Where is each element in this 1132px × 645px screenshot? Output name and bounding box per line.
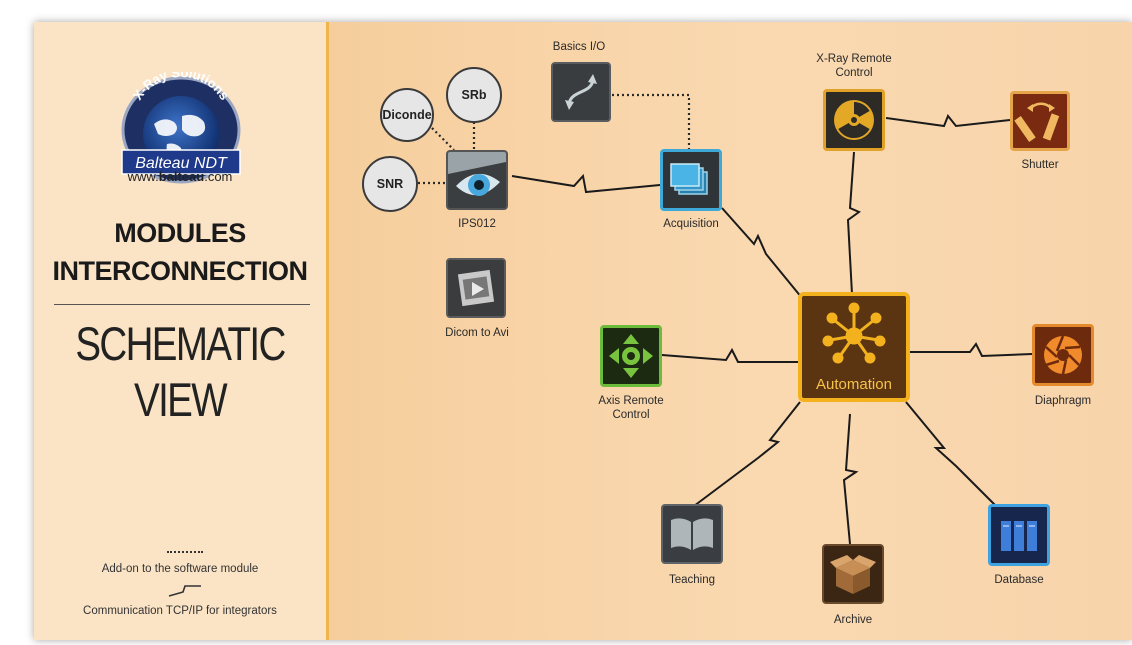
website-link[interactable]: www.balteau.com bbox=[34, 169, 326, 184]
shutter-node[interactable] bbox=[1010, 91, 1070, 151]
srb-addon[interactable]: SRb bbox=[446, 67, 502, 123]
left-panel: X-Ray Solutions Balteau NDT www.balteau.… bbox=[34, 22, 326, 640]
edge-acquisition-automation bbox=[721, 207, 803, 299]
archive-node[interactable] bbox=[822, 544, 884, 604]
title-modules: MODULES bbox=[114, 218, 246, 248]
books-icon bbox=[1001, 521, 1037, 551]
diconde-label: Diconde bbox=[382, 108, 432, 122]
logo-brand-text: Balteau NDT bbox=[135, 155, 228, 172]
shutter-icon bbox=[1014, 102, 1060, 142]
eye-icon bbox=[448, 152, 506, 196]
edge-automation-teaching bbox=[693, 401, 801, 507]
website-bold: balteau bbox=[158, 169, 205, 184]
edge-automation-database bbox=[905, 401, 997, 507]
film-play-icon bbox=[457, 269, 495, 307]
edge-xray-shutter bbox=[885, 114, 1011, 128]
website-prefix: www. bbox=[127, 169, 159, 184]
stacked-screens-icon bbox=[670, 163, 708, 195]
network-hub-icon bbox=[822, 302, 886, 364]
ips012-node[interactable] bbox=[446, 150, 508, 210]
teaching-node[interactable] bbox=[661, 504, 723, 564]
connections bbox=[418, 93, 1033, 545]
automation-node[interactable]: Automation bbox=[798, 292, 910, 402]
automation-label: Automation bbox=[816, 376, 892, 393]
snr-label: SNR bbox=[376, 177, 404, 191]
xray-remote-node[interactable] bbox=[823, 89, 885, 151]
website-suffix: .com bbox=[204, 169, 233, 184]
slide: X-Ray Solutions Balteau NDT www.balteau.… bbox=[34, 22, 1132, 640]
axis-remote-node[interactable] bbox=[600, 325, 662, 387]
legend-comm-text: Communication TCP/IP for integrators bbox=[83, 605, 277, 617]
edge-ips-acquisition bbox=[511, 173, 661, 194]
shutter-label: Shutter bbox=[1021, 159, 1059, 171]
title-interconnection: INTERCONNECTION bbox=[52, 256, 309, 286]
aperture-icon bbox=[1044, 335, 1082, 375]
edge-xray-automation bbox=[846, 151, 861, 295]
acquisition-label: Acquisition bbox=[663, 218, 719, 230]
snr-addon[interactable]: SNR bbox=[362, 156, 418, 212]
axis-arrows-icon bbox=[609, 334, 653, 378]
diaphragm-node[interactable] bbox=[1032, 324, 1094, 386]
archive-label: Archive bbox=[833, 614, 873, 626]
box-icon bbox=[830, 555, 876, 594]
diaphragm-label: Diaphragm bbox=[1034, 395, 1092, 407]
dicom-to-avi-node[interactable] bbox=[446, 258, 506, 318]
balteau-logo: X-Ray Solutions Balteau NDT bbox=[121, 72, 241, 184]
legend-zigzag-icon bbox=[168, 585, 201, 597]
database-node[interactable] bbox=[988, 504, 1050, 566]
edge-axis-automation bbox=[661, 347, 798, 363]
database-label: Database bbox=[994, 574, 1044, 586]
diconde-addon[interactable]: Diconde bbox=[380, 88, 434, 142]
ips012-label: IPS012 bbox=[458, 218, 496, 230]
basics-io-node[interactable] bbox=[551, 62, 611, 122]
dicom-to-avi-label: Dicom to Avi bbox=[445, 327, 509, 339]
edge-automation-diaphragm bbox=[910, 342, 1033, 358]
srb-label: SRb bbox=[461, 88, 487, 102]
title-view: VIEW bbox=[134, 373, 228, 426]
legend-addon-text: Add-on to the software module bbox=[101, 563, 259, 575]
edge-diconde-ips bbox=[431, 127, 455, 151]
panel-divider bbox=[326, 22, 329, 640]
title-divider bbox=[54, 304, 310, 305]
edge-basics-acquisition bbox=[612, 93, 691, 152]
book-icon bbox=[671, 518, 713, 550]
edge-automation-archive bbox=[842, 413, 859, 545]
legend-dotted-line-icon bbox=[167, 551, 203, 553]
radiation-icon bbox=[834, 100, 874, 140]
basics-io-label: Basics I/O bbox=[552, 41, 606, 53]
arrows-s-icon bbox=[565, 74, 597, 110]
title-schematic: SCHEMATIC bbox=[75, 317, 286, 370]
teaching-label: Teaching bbox=[668, 574, 716, 586]
axis-remote-label: Axis Remote Control bbox=[598, 395, 664, 421]
acquisition-node[interactable] bbox=[660, 149, 722, 211]
xray-remote-label: X-Ray Remote Control bbox=[816, 53, 892, 79]
